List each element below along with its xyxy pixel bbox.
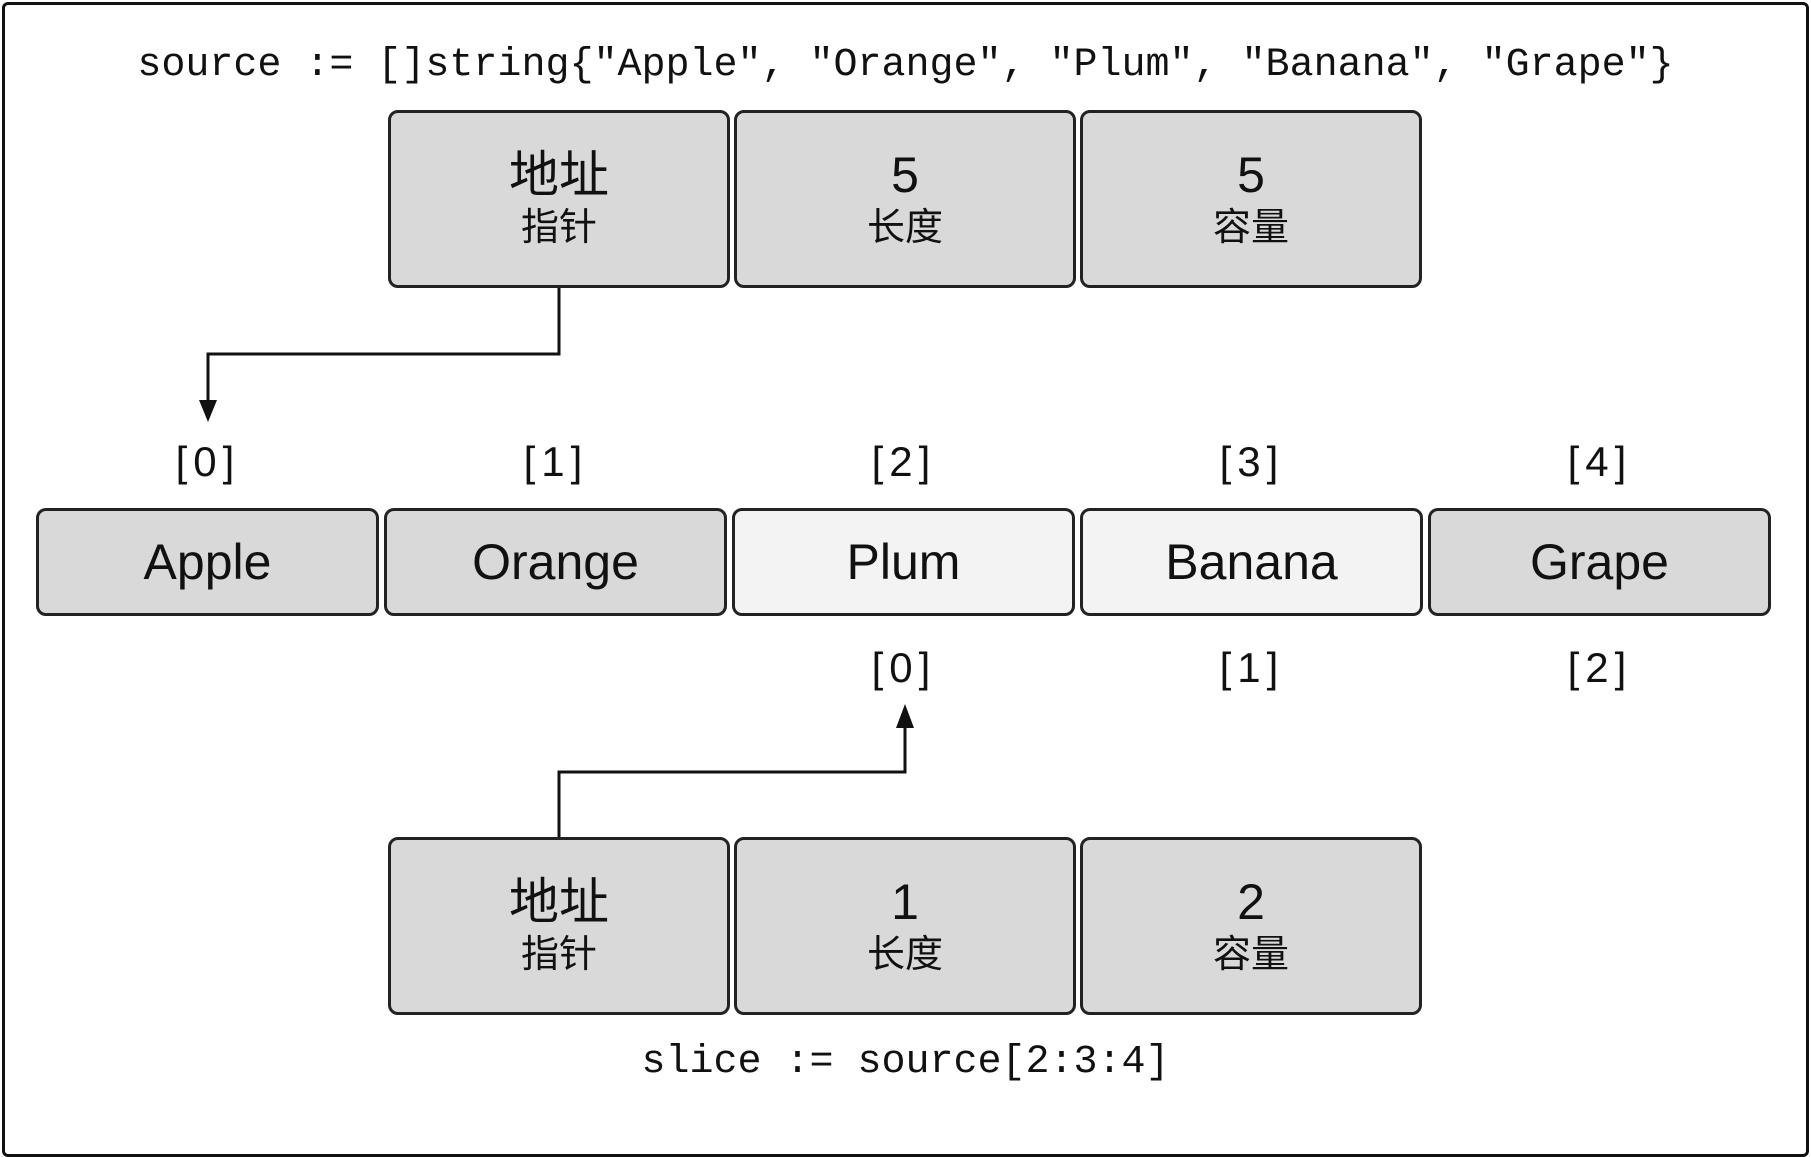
array-element-plum: Plum xyxy=(732,508,1075,616)
source-length-label: 长度 xyxy=(866,207,943,249)
slice-pointer-value: 地址 xyxy=(509,874,609,930)
slice-index-2: [2] xyxy=(1567,644,1633,691)
source-index-1: [1] xyxy=(523,438,589,485)
source-capacity-label: 容量 xyxy=(1212,207,1289,249)
slice-length-value: 1 xyxy=(891,874,919,930)
slice-pointer-cell: 地址 指针 xyxy=(388,837,730,1015)
source-declaration: source := []string{"Apple", "Orange", "P… xyxy=(137,43,1674,88)
slice-capacity-value: 2 xyxy=(1237,874,1265,930)
array-element-apple: Apple xyxy=(36,508,379,616)
source-length-value: 5 xyxy=(891,147,919,203)
slice-index-1: [1] xyxy=(1219,644,1285,691)
source-capacity-cell: 5 容量 xyxy=(1080,110,1422,288)
source-pointer-value: 地址 xyxy=(509,147,609,203)
source-index-2: [2] xyxy=(871,438,937,485)
slice-length-label: 长度 xyxy=(866,934,943,976)
slice-pointer-label: 指针 xyxy=(520,934,597,976)
slice-pointer-arrow xyxy=(557,722,907,837)
slice-length-cell: 1 长度 xyxy=(734,837,1076,1015)
source-index-4: [4] xyxy=(1567,438,1633,485)
source-arrowhead xyxy=(199,400,217,422)
source-pointer-cell: 地址 指针 xyxy=(388,110,730,288)
slice-capacity-label: 容量 xyxy=(1212,934,1289,976)
slice-declaration: slice := source[2:3:4] xyxy=(641,1040,1170,1085)
slice-capacity-cell: 2 容量 xyxy=(1080,837,1422,1015)
source-index-3: [3] xyxy=(1219,438,1285,485)
source-length-cell: 5 长度 xyxy=(734,110,1076,288)
slice-index-0: [0] xyxy=(871,644,937,691)
source-index-0: [0] xyxy=(175,438,241,485)
array-element-orange: Orange xyxy=(384,508,727,616)
array-element-grape: Grape xyxy=(1428,508,1771,616)
source-pointer-arrow xyxy=(206,288,561,412)
source-pointer-label: 指针 xyxy=(520,207,597,249)
array-element-banana: Banana xyxy=(1080,508,1423,616)
slice-arrowhead xyxy=(896,704,914,728)
source-capacity-value: 5 xyxy=(1237,147,1265,203)
